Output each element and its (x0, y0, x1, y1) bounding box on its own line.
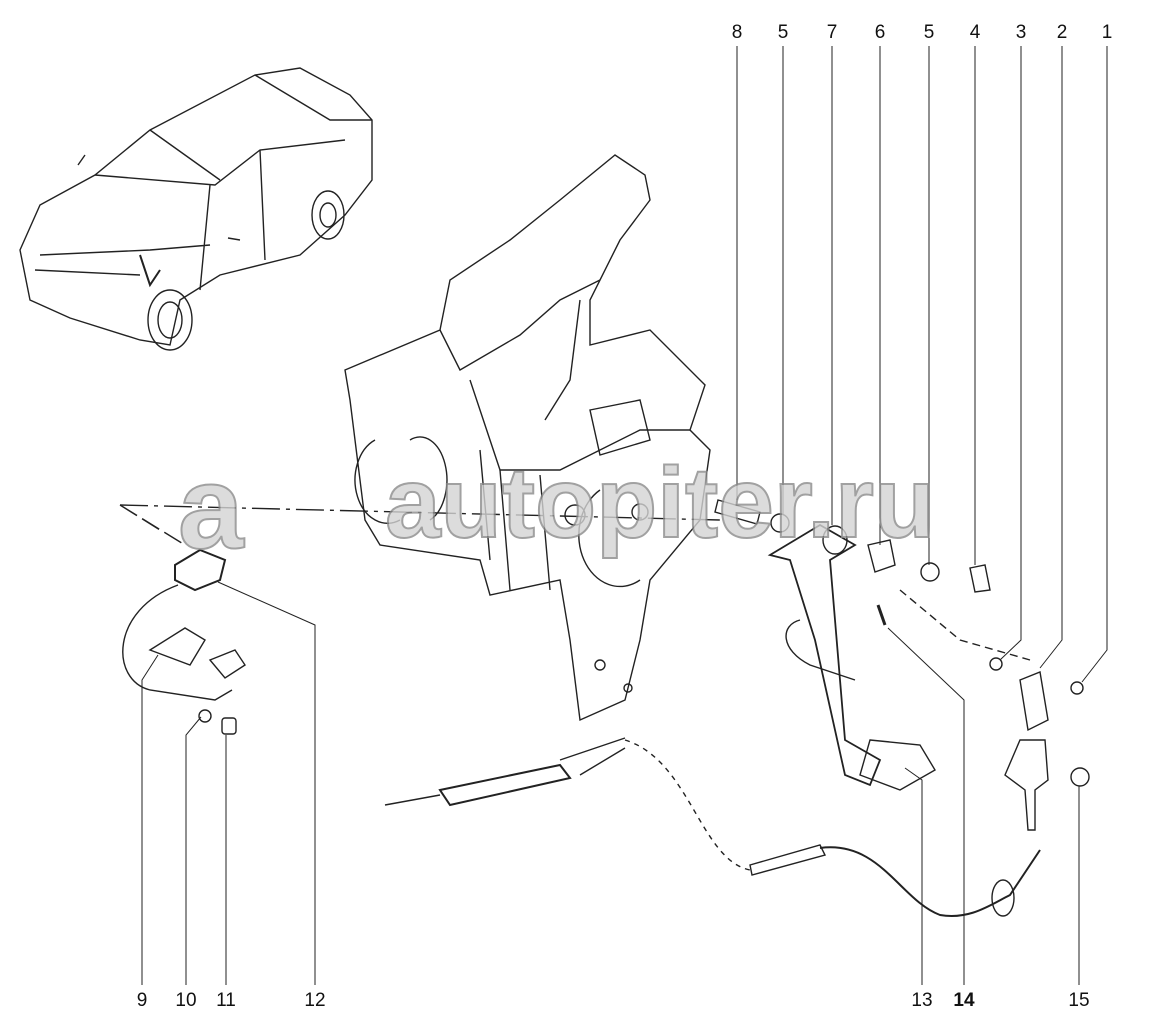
callout-4: 4 (969, 22, 981, 43)
callout-14: 14 (953, 990, 975, 1011)
callout-5: 5 (777, 22, 789, 43)
callout-7: 7 (826, 22, 838, 43)
clutch-cable (384, 737, 1041, 917)
callout-1: 1 (1101, 22, 1113, 43)
watermark-text: autopiter.ru (384, 446, 936, 560)
axis-line (119, 504, 186, 546)
callout-3: 3 (1015, 22, 1027, 43)
callout-11: 11 (216, 990, 236, 1011)
callout-13: 13 (911, 990, 933, 1011)
callout-15: 15 (1068, 990, 1090, 1011)
callout-10: 10 (175, 990, 197, 1011)
callout-9: 9 (136, 990, 148, 1011)
leader-lines (141, 46, 1108, 985)
hardware-parts (714, 499, 1090, 831)
axis-line (119, 504, 721, 521)
callout-5b: 5 (923, 22, 935, 43)
watermark-logo: a (177, 441, 245, 575)
pedal-bracket (344, 154, 711, 722)
clutch-pedal (767, 523, 936, 791)
callout-12: 12 (304, 990, 326, 1011)
car-illustration (19, 67, 373, 351)
callout-8: 8 (731, 22, 743, 43)
pedal-sensor (122, 548, 246, 735)
callout-6: 6 (874, 22, 886, 43)
callout-2: 2 (1056, 22, 1068, 43)
